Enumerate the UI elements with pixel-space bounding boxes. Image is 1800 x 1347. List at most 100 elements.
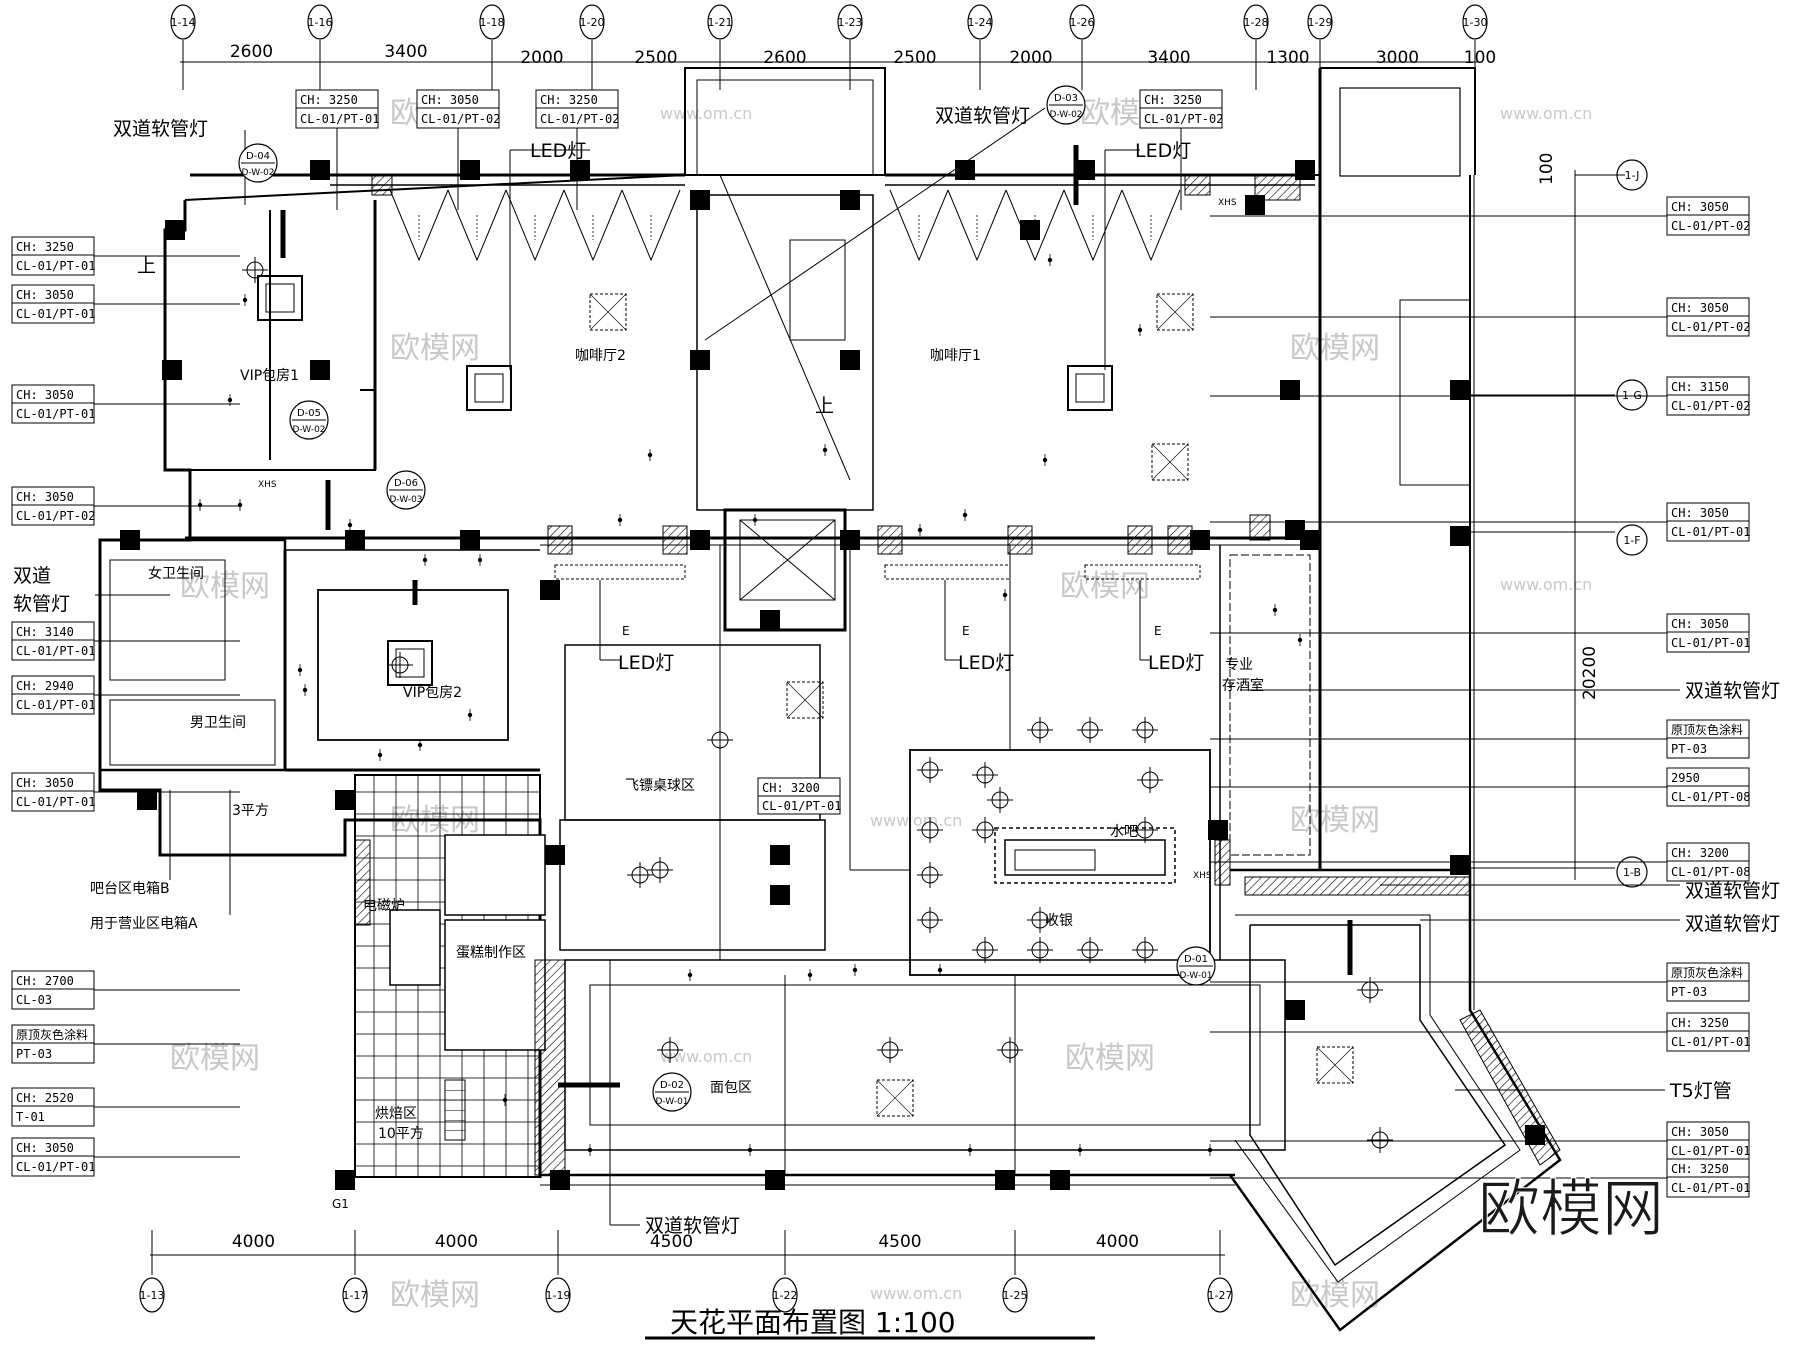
downlight (987, 787, 1013, 813)
spot-light (1002, 589, 1008, 601)
wall-wash-beam (563, 189, 623, 262)
svg-text:1-22: 1-22 (773, 1289, 798, 1302)
watermark-url: www.om.cn (660, 1047, 752, 1066)
air-vent (589, 293, 627, 331)
spot-light (647, 449, 653, 461)
svg-text:D-W-02: D-W-02 (292, 425, 325, 435)
column (760, 610, 780, 630)
wall-wash-beam (1005, 189, 1065, 262)
spot-light (937, 964, 943, 976)
downlight (387, 652, 413, 678)
detail-marker: D-06D-W-03 (386, 470, 426, 510)
bottom-dim: 4000 (435, 1232, 478, 1252)
svg-text:原顶灰色涂料: 原顶灰色涂料 (1671, 722, 1743, 737)
watermark: 欧模网 (1290, 803, 1380, 838)
room-cafe2: 咖啡厅2 (575, 348, 626, 364)
watermark-url: www.om.cn (1500, 575, 1592, 594)
spot-light (422, 554, 428, 566)
downlight (627, 862, 653, 888)
top-dim: 2500 (893, 48, 936, 68)
bottom-dim: 4500 (878, 1232, 921, 1252)
spot-light (237, 499, 243, 511)
spot-light (967, 1144, 973, 1156)
downlight (1027, 937, 1053, 963)
svg-text:T-01: T-01 (16, 1110, 45, 1124)
stair-up: 上 (815, 395, 834, 417)
svg-text:CH: 3050: CH: 3050 (1671, 301, 1729, 315)
column (460, 160, 480, 180)
air-vent (876, 1079, 914, 1117)
svg-text:CL-01/PT-01: CL-01/PT-01 (762, 799, 841, 813)
svg-text:CH: 3250: CH: 3250 (300, 93, 358, 107)
bottom-dim: 4000 (232, 1232, 275, 1252)
bottom-dim: 4500 (650, 1232, 693, 1252)
downlight (972, 937, 998, 963)
room-wine-1: 专业 (1225, 657, 1253, 673)
column (162, 360, 182, 380)
stair-up: 上 (137, 255, 156, 277)
top-dim: 1300 (1266, 48, 1309, 68)
wall-wash-beam (505, 189, 565, 262)
flex-light-callout: 双道软管灯 (113, 118, 208, 140)
spot-light (917, 524, 923, 536)
spot-light (197, 499, 203, 511)
svg-text:CH: 2520: CH: 2520 (16, 1091, 74, 1105)
spot-light (417, 739, 423, 751)
air-vent (786, 681, 824, 719)
bottom-dim: 4000 (1096, 1232, 1139, 1252)
downlight (1357, 977, 1383, 1003)
svg-text:CH: 3050: CH: 3050 (1671, 506, 1729, 520)
grid-bubble: 1-J (1616, 159, 1648, 191)
detail-marker: D-02D-W-01 (652, 1072, 692, 1112)
column (1295, 160, 1315, 180)
svg-text:原顶灰色涂料: 原顶灰色涂料 (1671, 965, 1743, 980)
column (335, 790, 355, 810)
spot-light (687, 969, 693, 981)
watermark-url: www.om.cn (660, 104, 752, 123)
column (1245, 195, 1265, 215)
svg-text:CL-01/PT-01: CL-01/PT-01 (16, 698, 95, 712)
room-wine-2: 存酒室 (1222, 677, 1264, 694)
column (840, 350, 860, 370)
column (1525, 1125, 1545, 1145)
svg-text:2950: 2950 (1671, 771, 1700, 785)
column (690, 350, 710, 370)
column (570, 160, 590, 180)
grid-bubble: 1-14 (170, 4, 196, 40)
watermark: 欧模网 (390, 1278, 480, 1313)
svg-text:CH: 3050: CH: 3050 (16, 1141, 74, 1155)
downlight (917, 907, 943, 933)
room-bar: 水吧 (1110, 824, 1138, 840)
svg-text:1-27: 1-27 (1208, 1289, 1233, 1302)
svg-text:CH: 3250: CH: 3250 (16, 240, 74, 254)
flex-light-callout-left-2: 软管灯 (13, 593, 70, 615)
grid-bubble: 1-23 (837, 4, 863, 40)
spot-light (477, 554, 483, 566)
svg-text:1-20: 1-20 (580, 16, 605, 29)
svg-text:D-06: D-06 (394, 478, 418, 489)
svg-text:D-W-01: D-W-01 (655, 1097, 688, 1107)
svg-text:D-03: D-03 (1054, 93, 1078, 104)
downlight (647, 857, 673, 883)
grid-bubble: 1-22 (772, 1277, 798, 1313)
svg-text:CH: 3250: CH: 3250 (1144, 93, 1202, 107)
svg-text:CH: 3200: CH: 3200 (1671, 846, 1729, 860)
column (1190, 530, 1210, 550)
svg-text:PT-03: PT-03 (1671, 742, 1707, 756)
wall-wash-beam (621, 189, 681, 262)
column (690, 530, 710, 550)
spot-light (807, 969, 813, 981)
spot-light (587, 1144, 593, 1156)
svg-text:1-30: 1-30 (1463, 16, 1488, 29)
column (1208, 820, 1228, 840)
svg-text:CL-01/PT-01: CL-01/PT-01 (16, 644, 95, 658)
